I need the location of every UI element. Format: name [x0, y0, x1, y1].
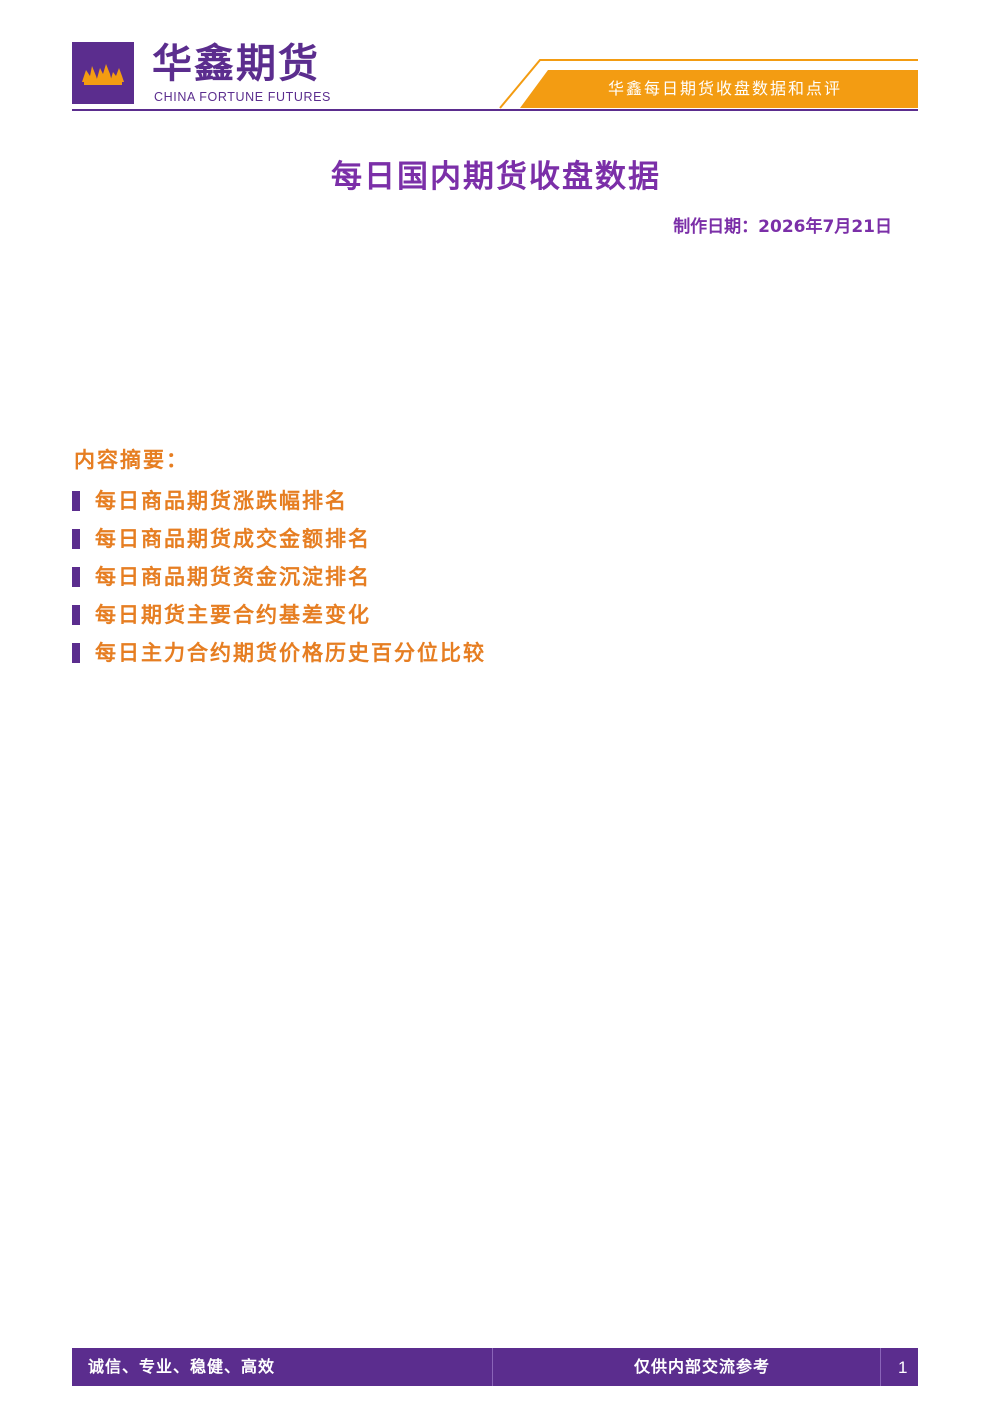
summary-heading: 内容摘要： [74, 447, 189, 472]
logo-english-name: CHINA FORTUNE FUTURES [154, 90, 331, 104]
footer-bar: 诚信、专业、稳健、高效 仅供内部交流参考 1 [72, 1348, 918, 1386]
summary-item-text: 每日商品期货资金沉淀排名 [95, 564, 371, 589]
footer-motto: 诚信、专业、稳健、高效 [88, 1357, 276, 1376]
logo-flame-icon [82, 64, 124, 85]
summary-item: 每日商品期货成交金额排名 [72, 520, 486, 558]
logo-chinese-name: 华鑫期货 [152, 41, 320, 87]
bullet-bar-icon [72, 529, 80, 549]
production-date: 制作日期：2026年7月21日 [673, 217, 892, 237]
summary-item: 每日期货主要合约基差变化 [72, 596, 486, 634]
company-logo [72, 42, 134, 104]
summary-item-text: 每日主力合约期货价格历史百分位比较 [95, 640, 486, 665]
summary-list: 每日商品期货涨跌幅排名 每日商品期货成交金额排名 每日商品期货资金沉淀排名 每日… [72, 482, 486, 672]
footer-divider [880, 1348, 881, 1386]
footer-notice: 仅供内部交流参考 [634, 1357, 771, 1376]
summary-item: 每日主力合约期货价格历史百分位比较 [72, 634, 486, 672]
footer-divider [492, 1348, 493, 1386]
page-number: 1 [898, 1358, 908, 1377]
summary-item-text: 每日商品期货涨跌幅排名 [95, 488, 348, 513]
summary-item: 每日商品期货涨跌幅排名 [72, 482, 486, 520]
summary-item: 每日商品期货资金沉淀排名 [72, 558, 486, 596]
summary-item-text: 每日期货主要合约基差变化 [95, 602, 371, 627]
bullet-bar-icon [72, 643, 80, 663]
header-banner-shape [499, 59, 918, 109]
document-title: 每日国内期货收盘数据 [331, 159, 661, 195]
bullet-bar-icon [72, 491, 80, 511]
summary-item-text: 每日商品期货成交金额排名 [95, 526, 371, 551]
bullet-bar-icon [72, 605, 80, 625]
header-slogan: 华鑫每日期货收盘数据和点评 [607, 79, 842, 98]
bullet-bar-icon [72, 567, 80, 587]
header-divider [72, 109, 918, 111]
